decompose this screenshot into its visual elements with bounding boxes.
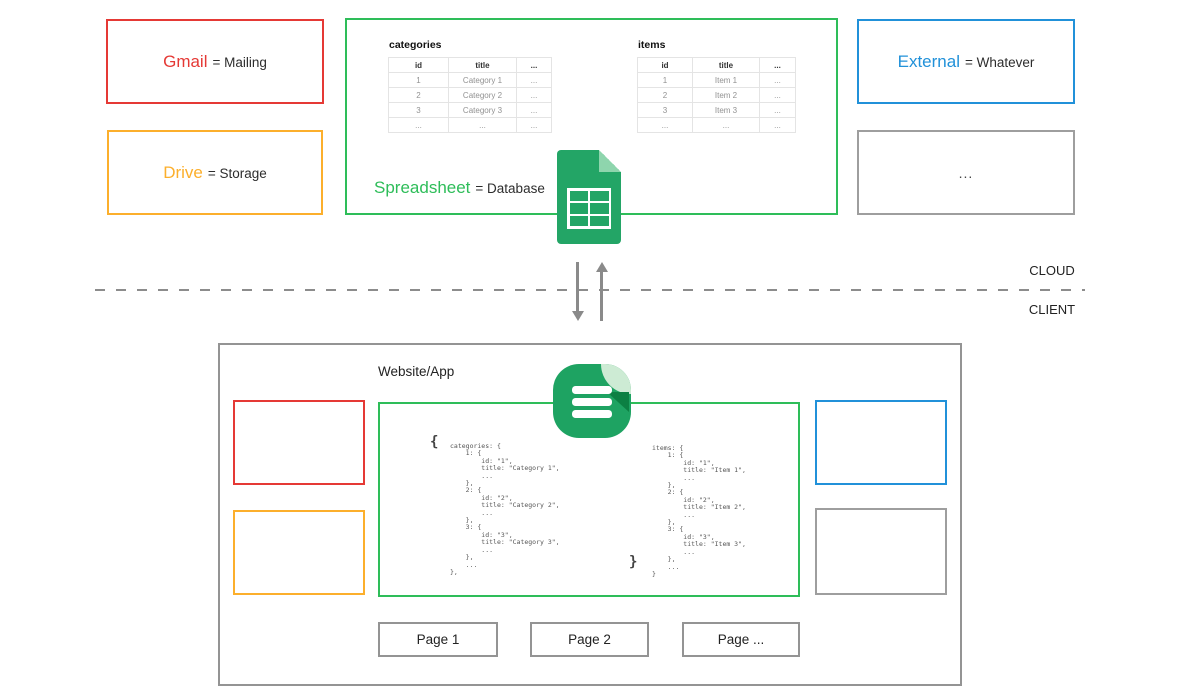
page-ellipsis-box: Page ... [682,622,800,657]
table-cell: Item 1 [692,72,760,88]
open-brace: { [430,434,439,450]
folded-corner [599,150,621,172]
google-docs-app-icon [553,364,631,438]
column-header: ... [759,57,796,73]
table-cell: ... [516,117,552,133]
external-name: External [897,51,960,71]
page-2-box: Page 2 [530,622,649,657]
sheets-grid-glyph [567,188,611,229]
cloud-client-divider [95,289,1085,291]
drive-box: Drive = Storage [107,130,323,215]
table-cell: Category 3 [448,102,517,118]
gmail-equals: = Mailing [212,54,267,70]
client-red-box [233,400,365,485]
table-cell: ... [388,117,449,133]
spreadsheet-label: Spreadsheet = Database [374,178,545,198]
drive-name: Drive [163,162,203,182]
table-cell: ... [516,87,552,103]
categories-table-title: categories [389,39,442,51]
table-cell: ... [759,87,796,103]
client-blue-box [815,400,947,485]
column-header: id [637,57,693,73]
external-label: External = Whatever [898,52,1035,72]
column-header: title [448,57,517,73]
drive-equals: = Storage [207,165,267,181]
column-header: id [388,57,449,73]
table-cell: ... [448,117,517,133]
table-cell: ... [759,72,796,88]
page-1-box: Page 1 [378,622,498,657]
drive-label: Drive = Storage [163,163,267,183]
table-cell: ... [759,102,796,118]
close-brace: } [629,554,638,570]
spreadsheet-name: Spreadsheet [374,178,471,197]
external-equals: = Whatever [964,54,1035,70]
client-gray-box [815,508,947,595]
table-cell: Item 3 [692,102,760,118]
categories-code: categories: { 1: { id: "1", title: "Cate… [450,442,560,576]
table-cell: 1 [637,72,693,88]
document-lines-glyph [572,386,612,422]
gmail-name: Gmail [163,51,208,71]
client-zone-label: CLIENT [1028,302,1076,317]
table-cell: Category 1 [448,72,517,88]
misc-box: ... [857,130,1075,215]
column-header: title [692,57,760,73]
table-cell: ... [516,72,552,88]
table-cell: 3 [388,102,449,118]
table-cell: 2 [388,87,449,103]
google-sheets-icon [557,150,621,244]
table-cell: 2 [637,87,693,103]
table-cell: ... [637,117,693,133]
table-cell: 3 [637,102,693,118]
download-arrow-icon [571,262,584,321]
upload-arrow-icon [595,262,608,321]
gmail-label: Gmail = Mailing [163,52,267,72]
client-orange-box [233,510,365,595]
cloud-zone-label: CLOUD [1029,263,1075,278]
table-row: ......... [388,117,552,133]
external-box: External = Whatever [857,19,1075,104]
spreadsheet-equals: = Database [475,181,545,196]
table-cell: 1 [388,72,449,88]
table-cell: ... [692,117,760,133]
table-cell: ... [516,102,552,118]
table-cell: Item 2 [692,87,760,103]
column-header: ... [516,57,552,73]
items-code: items: { 1: { id: "1", title: "Item 1", … [652,444,746,578]
table-cell: ... [759,117,796,133]
items-table-title: items [638,39,666,51]
table-row: ......... [637,117,796,133]
table-cell: Category 2 [448,87,517,103]
website-app-label: Website/App [378,364,455,379]
gmail-box: Gmail = Mailing [106,19,324,104]
misc-label: ... [958,164,974,181]
